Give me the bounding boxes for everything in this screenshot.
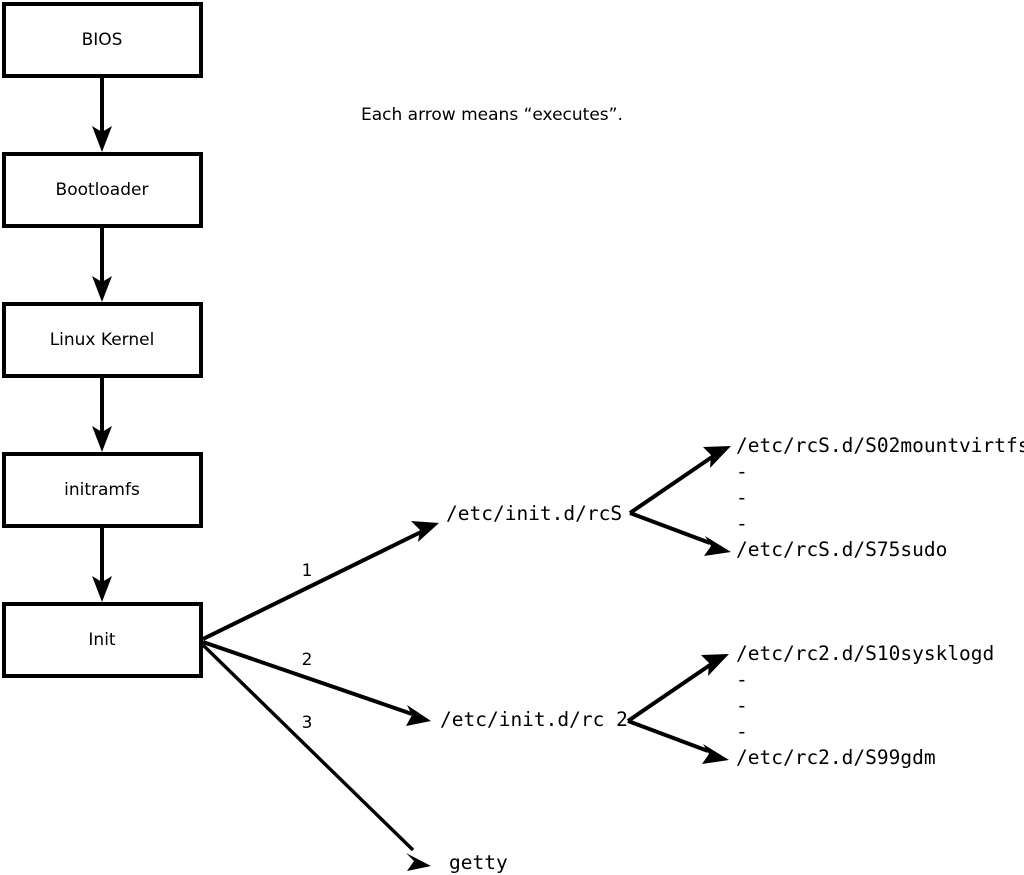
arrow-kernel-to-initramfs xyxy=(92,376,112,452)
arrow-init-branch-3 xyxy=(201,643,431,871)
rc2-ellipsis-3: - xyxy=(736,720,748,743)
rcs-ellipsis-2: - xyxy=(736,486,748,509)
rc2-script-last: /etc/rc2.d/S99gdm xyxy=(736,746,936,769)
node-bios-rect xyxy=(2,2,203,78)
arrow-bootloader-to-kernel xyxy=(92,226,112,302)
node-initramfs-rect xyxy=(2,452,203,528)
branch-2-number: 2 xyxy=(302,650,313,670)
arrow-initramfs-to-init xyxy=(92,526,112,602)
node-init-label: Init xyxy=(88,630,116,650)
node-bios[interactable]: BIOS xyxy=(2,2,203,78)
branch-3-target-label: getty xyxy=(449,851,508,874)
node-bootloader[interactable]: Bootloader xyxy=(2,152,203,228)
branch-3-number: 3 xyxy=(302,713,313,733)
arrow-init-branch-1 xyxy=(202,521,439,641)
node-init[interactable]: Init xyxy=(2,602,203,678)
arrow-rc2-to-last xyxy=(627,719,729,764)
diagram-caption: Each arrow means “executes”. xyxy=(361,105,623,125)
branch-1-number: 1 xyxy=(302,561,313,581)
node-initramfs[interactable]: initramfs xyxy=(2,452,203,528)
node-initramfs-label: initramfs xyxy=(64,480,140,500)
branch-2-target-label: /etc/init.d/rc 2 xyxy=(440,708,628,731)
arrow-bios-to-bootloader xyxy=(92,76,112,152)
rcs-script-last: /etc/rcS.d/S75sudo xyxy=(736,538,947,561)
rc2-ellipsis-2: - xyxy=(736,694,748,717)
arrow-rcs-to-last xyxy=(629,511,731,556)
arrow-init-branch-2 xyxy=(202,640,431,726)
rcs-ellipsis-3: - xyxy=(736,512,748,535)
rcs-ellipsis-1: - xyxy=(736,460,748,483)
arrow-rcs-to-first xyxy=(628,446,731,515)
rc2-ellipsis-1: - xyxy=(736,668,748,691)
node-bootloader-label: Bootloader xyxy=(56,180,149,200)
branch-1-target-label: /etc/init.d/rcS xyxy=(446,502,622,525)
rc2-script-first: /etc/rc2.d/S10sysklogd xyxy=(736,642,994,665)
node-bios-label: BIOS xyxy=(82,30,123,50)
rcs-script-first: /etc/rcS.d/S02mountvirtfs xyxy=(736,434,1024,457)
node-linux-kernel[interactable]: Linux Kernel xyxy=(2,302,203,378)
node-linux-kernel-label: Linux Kernel xyxy=(50,330,155,350)
node-init-rect xyxy=(2,602,203,678)
arrow-rc2-to-first xyxy=(626,654,729,723)
